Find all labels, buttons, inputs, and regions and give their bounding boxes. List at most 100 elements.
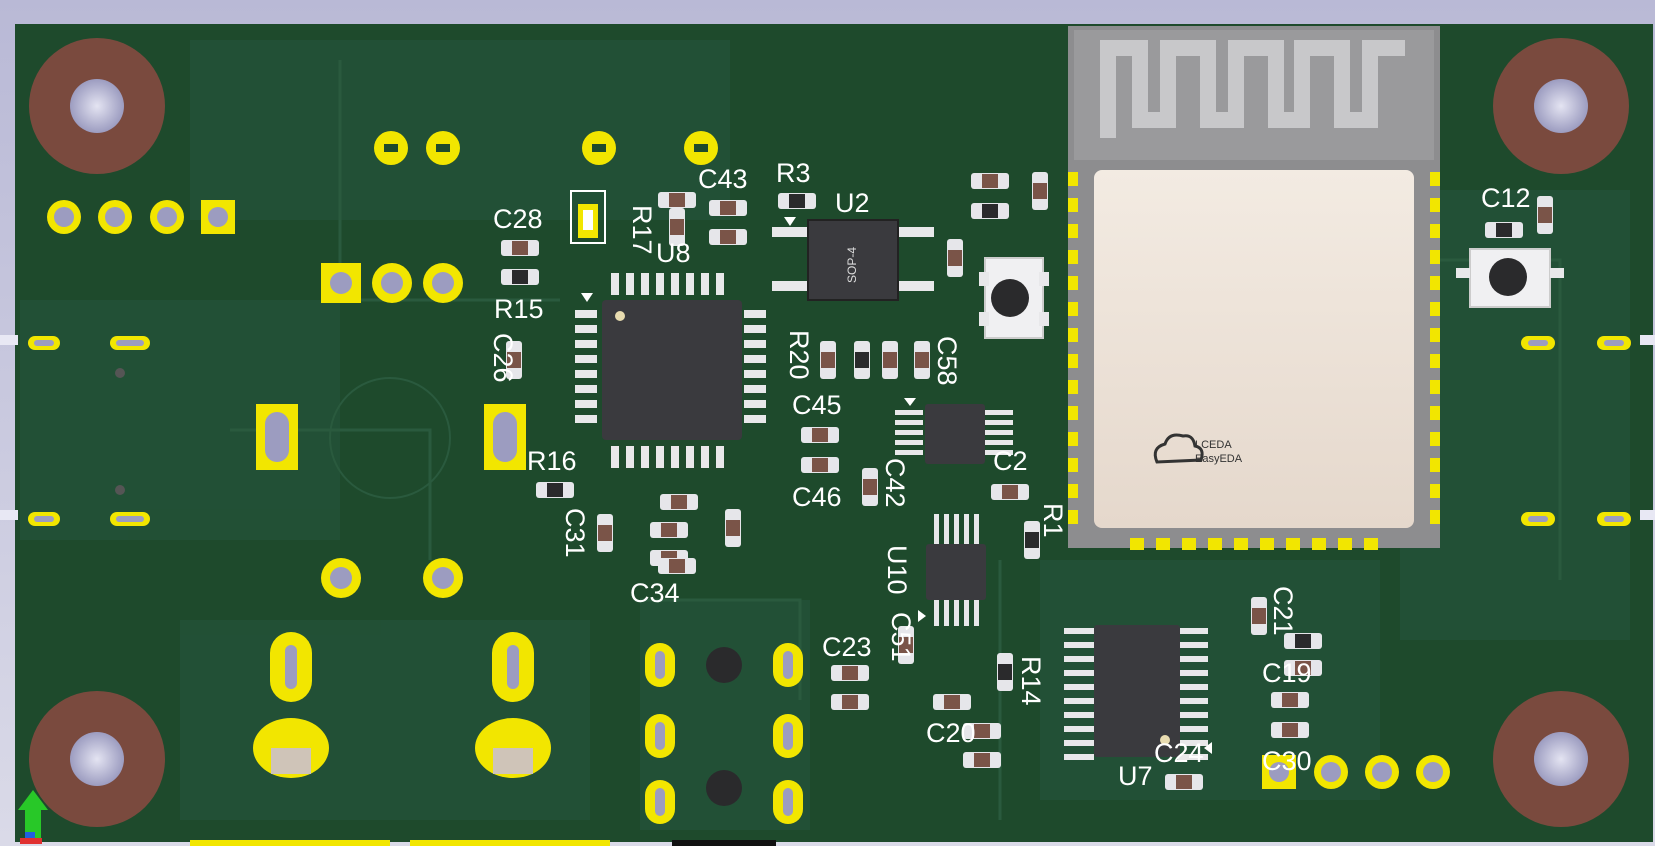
capacitor-body [720,230,736,244]
label-c51: C51 [886,612,916,662]
label-u2: U2 [835,188,870,218]
module-brand-line1: LCEDA [1195,439,1232,451]
xyz-axis-icon [18,790,48,844]
label-c28: C28 [493,204,543,234]
label-c21: C21 [1268,586,1298,636]
capacitor-body [915,352,929,368]
chip-u9[interactable] [895,398,1013,464]
capacitor-body [948,250,962,266]
resistor-body [789,194,805,208]
label-c26: C26 [488,333,518,383]
label-c30: C30 [1262,746,1312,776]
capacitor-body [982,174,998,188]
label-c58: C58 [932,336,962,386]
label-r17: R17 [627,205,657,255]
chip-u8[interactable] [575,273,766,468]
resistor-body [855,352,869,368]
label-c20: C20 [926,718,976,748]
label-c24: C24 [1154,738,1204,768]
resistor-body [998,664,1012,680]
capacitor-body [720,201,736,215]
module-shield-can [1094,170,1414,528]
edge-pad-1 [190,840,390,846]
lceda-logo-icon [1153,433,1204,464]
chip-u7[interactable] [1064,625,1212,760]
capacitor-body [842,666,858,680]
resistor-body [982,204,998,218]
resistor-body [547,483,563,497]
capacitor-body [1176,775,1192,789]
label-c42: C42 [880,458,910,508]
mounting-holes [29,38,1629,827]
capacitor-body [821,352,835,368]
pin-header-j3 [1262,755,1450,789]
test-pads-top [374,131,718,165]
label-r15: R15 [494,294,544,324]
capacitor-body [944,695,960,709]
capacitor-body [1538,207,1552,223]
test-pads-mid [321,558,463,598]
bottom-connector [645,643,803,824]
label-c34: C34 [630,578,680,608]
usb-connector [28,336,526,526]
label-r14: R14 [1016,656,1046,706]
resistor-body [1025,532,1039,548]
label-c46: C46 [792,482,842,512]
label-c23: C23 [822,632,872,662]
module-castellated-pads [1068,172,1440,550]
label-c45: C45 [792,390,842,420]
label-u8: U8 [656,238,691,268]
capacitor-body [1282,693,1298,707]
u2-package-marking: SOP-4 [845,247,859,283]
pin-header-j2 [321,263,463,303]
capacitor-body [812,428,828,442]
capacitor-body [812,458,828,472]
label-u10: U10 [882,545,912,595]
capacitor-body [507,352,521,368]
capacitor-body [842,695,858,709]
capacitor-body [512,241,528,255]
label-r16: R16 [527,446,577,476]
capacitor-body [671,495,687,509]
capacitor-body [1002,485,1018,499]
capacitor-body [899,637,913,653]
wifi-module[interactable]: LCEDA EasyEDA [1068,26,1440,550]
label-c31: C31 [560,508,590,558]
passive-components [501,172,1553,790]
power-jack [253,632,551,778]
resistor-body [1295,634,1311,648]
label-u7: U7 [1118,761,1153,791]
label-r1: R1 [1038,503,1068,538]
capacitor-body [883,352,897,368]
capacitor-body [1295,661,1311,675]
diode-d1 [570,190,606,244]
capacitor-body [1252,608,1266,624]
edge-cutouts [0,335,1655,520]
capacitor-body [863,479,877,495]
capacitor-body [1282,723,1298,737]
capacitor-body [598,525,612,541]
capacitor-body [974,753,990,767]
copper-pour [20,40,1630,830]
label-c43: C43 [698,164,748,194]
capacitor-body [669,193,685,207]
label-c12: C12 [1481,183,1531,213]
capacitor-body [670,219,684,235]
chip-u2[interactable]: SOP-4 [772,217,934,301]
capacitor-body [1033,183,1047,199]
pin-header-j1 [47,200,235,234]
label-r20: R20 [784,330,814,380]
chip-u10[interactable] [918,514,986,626]
module-brand-line2: EasyEDA [1195,453,1243,465]
capacitor-body [661,523,677,537]
label-c2: C2 [993,446,1028,476]
resistor-body [512,270,528,284]
tactile-button-left[interactable] [979,257,1049,339]
label-c19: C19 [1262,658,1312,688]
edge-connector [672,840,776,846]
tactile-button-right[interactable] [1456,248,1564,308]
capacitor-body [974,724,990,738]
capacitor-body [669,559,685,573]
